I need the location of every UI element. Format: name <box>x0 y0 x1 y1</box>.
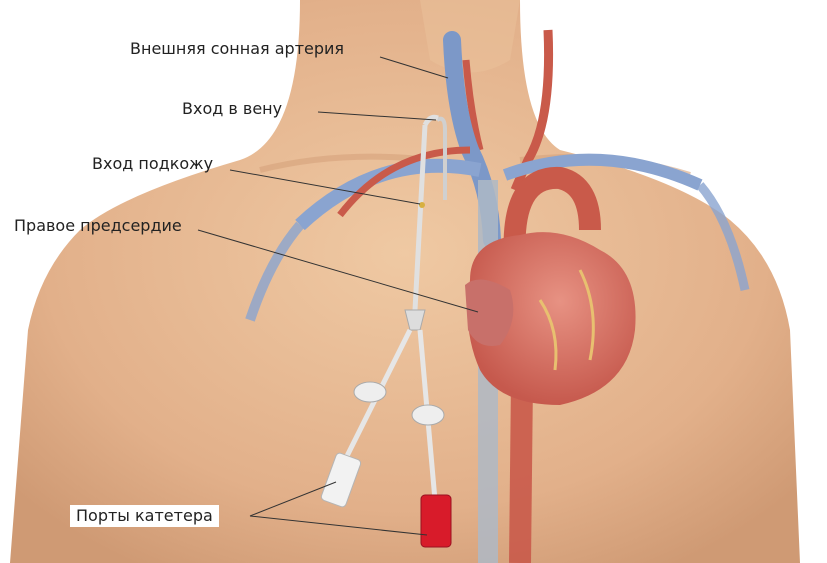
label-vein-entry: Вход в вену <box>182 100 282 118</box>
clamp-right <box>412 405 444 425</box>
port-red <box>421 495 451 547</box>
label-skin-entry: Вход подкожу <box>92 155 213 173</box>
right-atrium <box>465 280 513 346</box>
neck-shading <box>420 0 520 73</box>
label-external-carotid: Внешняя сонная артерия <box>130 40 344 58</box>
descending-aorta <box>520 380 522 563</box>
skin-entry-point <box>419 202 425 208</box>
clamp-left <box>354 382 386 402</box>
label-right-atrium: Правое предсердие <box>14 217 182 235</box>
label-catheter-ports: Порты катетера <box>70 505 219 527</box>
torso-body <box>10 0 800 563</box>
